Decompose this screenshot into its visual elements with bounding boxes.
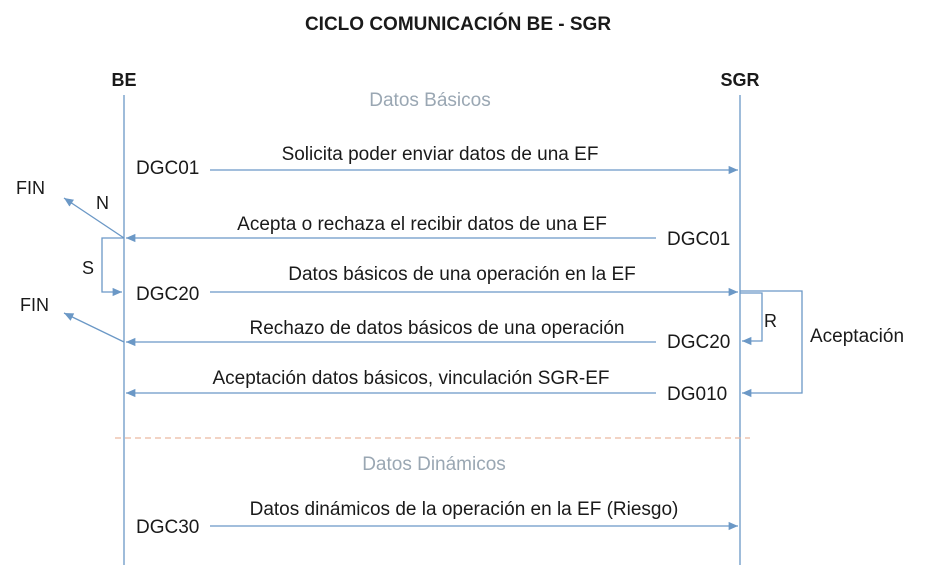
message-4-code: DGC20 xyxy=(667,332,730,353)
message-5-text: Aceptación datos básicos, vinculación SG… xyxy=(212,368,609,389)
branch-yes-label: S xyxy=(82,258,94,278)
message-1-code: DGC01 xyxy=(136,158,199,179)
message-6-code: DGC30 xyxy=(136,517,199,538)
reject-loop xyxy=(740,292,763,346)
end-label-2: FIN xyxy=(20,295,49,315)
message-2-code: DGC01 xyxy=(667,229,730,250)
message-3-code: DGC20 xyxy=(136,284,199,305)
message-2-text: Acepta o rechaza el recibir datos de una… xyxy=(237,214,607,235)
reject-label: R xyxy=(764,311,777,331)
accept-loop xyxy=(740,290,803,398)
actor-sgr-label: SGR xyxy=(720,70,759,90)
diagram-title: CICLO COMUNICACIÓN BE - SGR xyxy=(305,13,611,35)
branch-no-arrow xyxy=(63,197,125,239)
section-basic-label: Datos Básicos xyxy=(369,90,490,111)
actor-be-label: BE xyxy=(111,70,136,90)
message-1-text: Solicita poder enviar datos de una EF xyxy=(282,144,599,165)
message-6-text: Datos dinámicos de la operación en la EF… xyxy=(250,499,679,520)
branch-yes-loop xyxy=(101,237,124,297)
message-3-text: Datos básicos de una operación en la EF xyxy=(288,264,636,285)
message-5-code: DG010 xyxy=(667,384,727,405)
branch-fin-arrow xyxy=(63,312,125,343)
message-4-text: Rechazo de datos básicos de una operació… xyxy=(250,318,625,339)
accept-label: Aceptación xyxy=(810,326,904,347)
section-dynamic-label: Datos Dinámicos xyxy=(362,454,506,475)
branch-no-label: N xyxy=(96,193,109,213)
end-label-1: FIN xyxy=(16,178,45,198)
